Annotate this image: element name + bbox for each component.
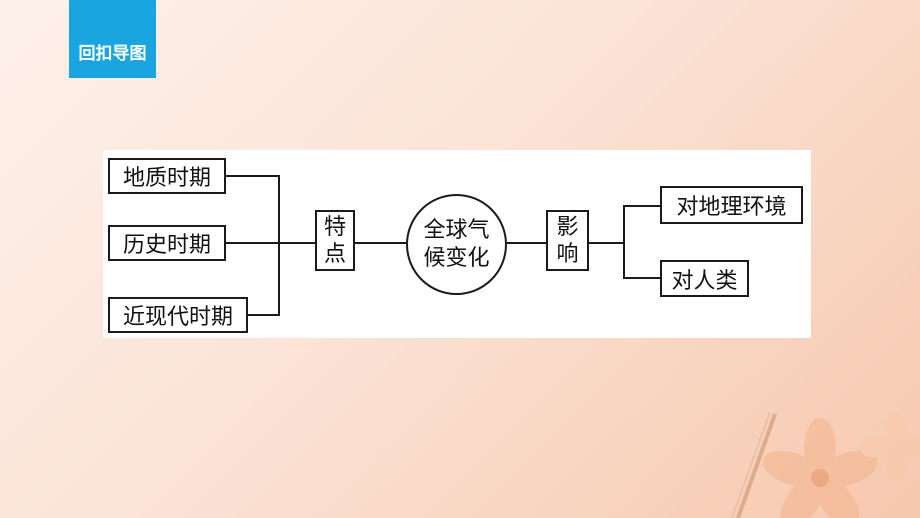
section-tag-label: 回扣导图	[78, 44, 147, 64]
node-impact-humans: 对人类	[660, 260, 749, 297]
connector	[279, 242, 316, 244]
connector	[623, 277, 661, 279]
connector	[226, 242, 279, 244]
connector	[589, 242, 624, 244]
node-historical-period: 历史时期	[108, 225, 226, 261]
connector	[226, 175, 279, 177]
connector	[623, 205, 661, 207]
connector	[278, 175, 280, 316]
node-impact-environment: 对地理环境	[660, 186, 803, 224]
mind-map-panel: 地质时期 历史时期 近现代时期 特 点 全球气 候变化 影 响 对地理环境 对人…	[103, 150, 811, 338]
connector	[248, 314, 279, 316]
connector	[507, 242, 547, 244]
section-tag: 回扣导图	[69, 0, 156, 78]
node-geological-period: 地质时期	[108, 158, 226, 194]
node-global-climate-change: 全球气 候变化	[406, 194, 507, 295]
connector	[355, 242, 407, 244]
node-features: 特 点	[315, 210, 355, 271]
node-modern-period: 近现代时期	[108, 297, 248, 333]
connector	[623, 205, 625, 279]
node-impacts: 影 响	[546, 210, 589, 271]
